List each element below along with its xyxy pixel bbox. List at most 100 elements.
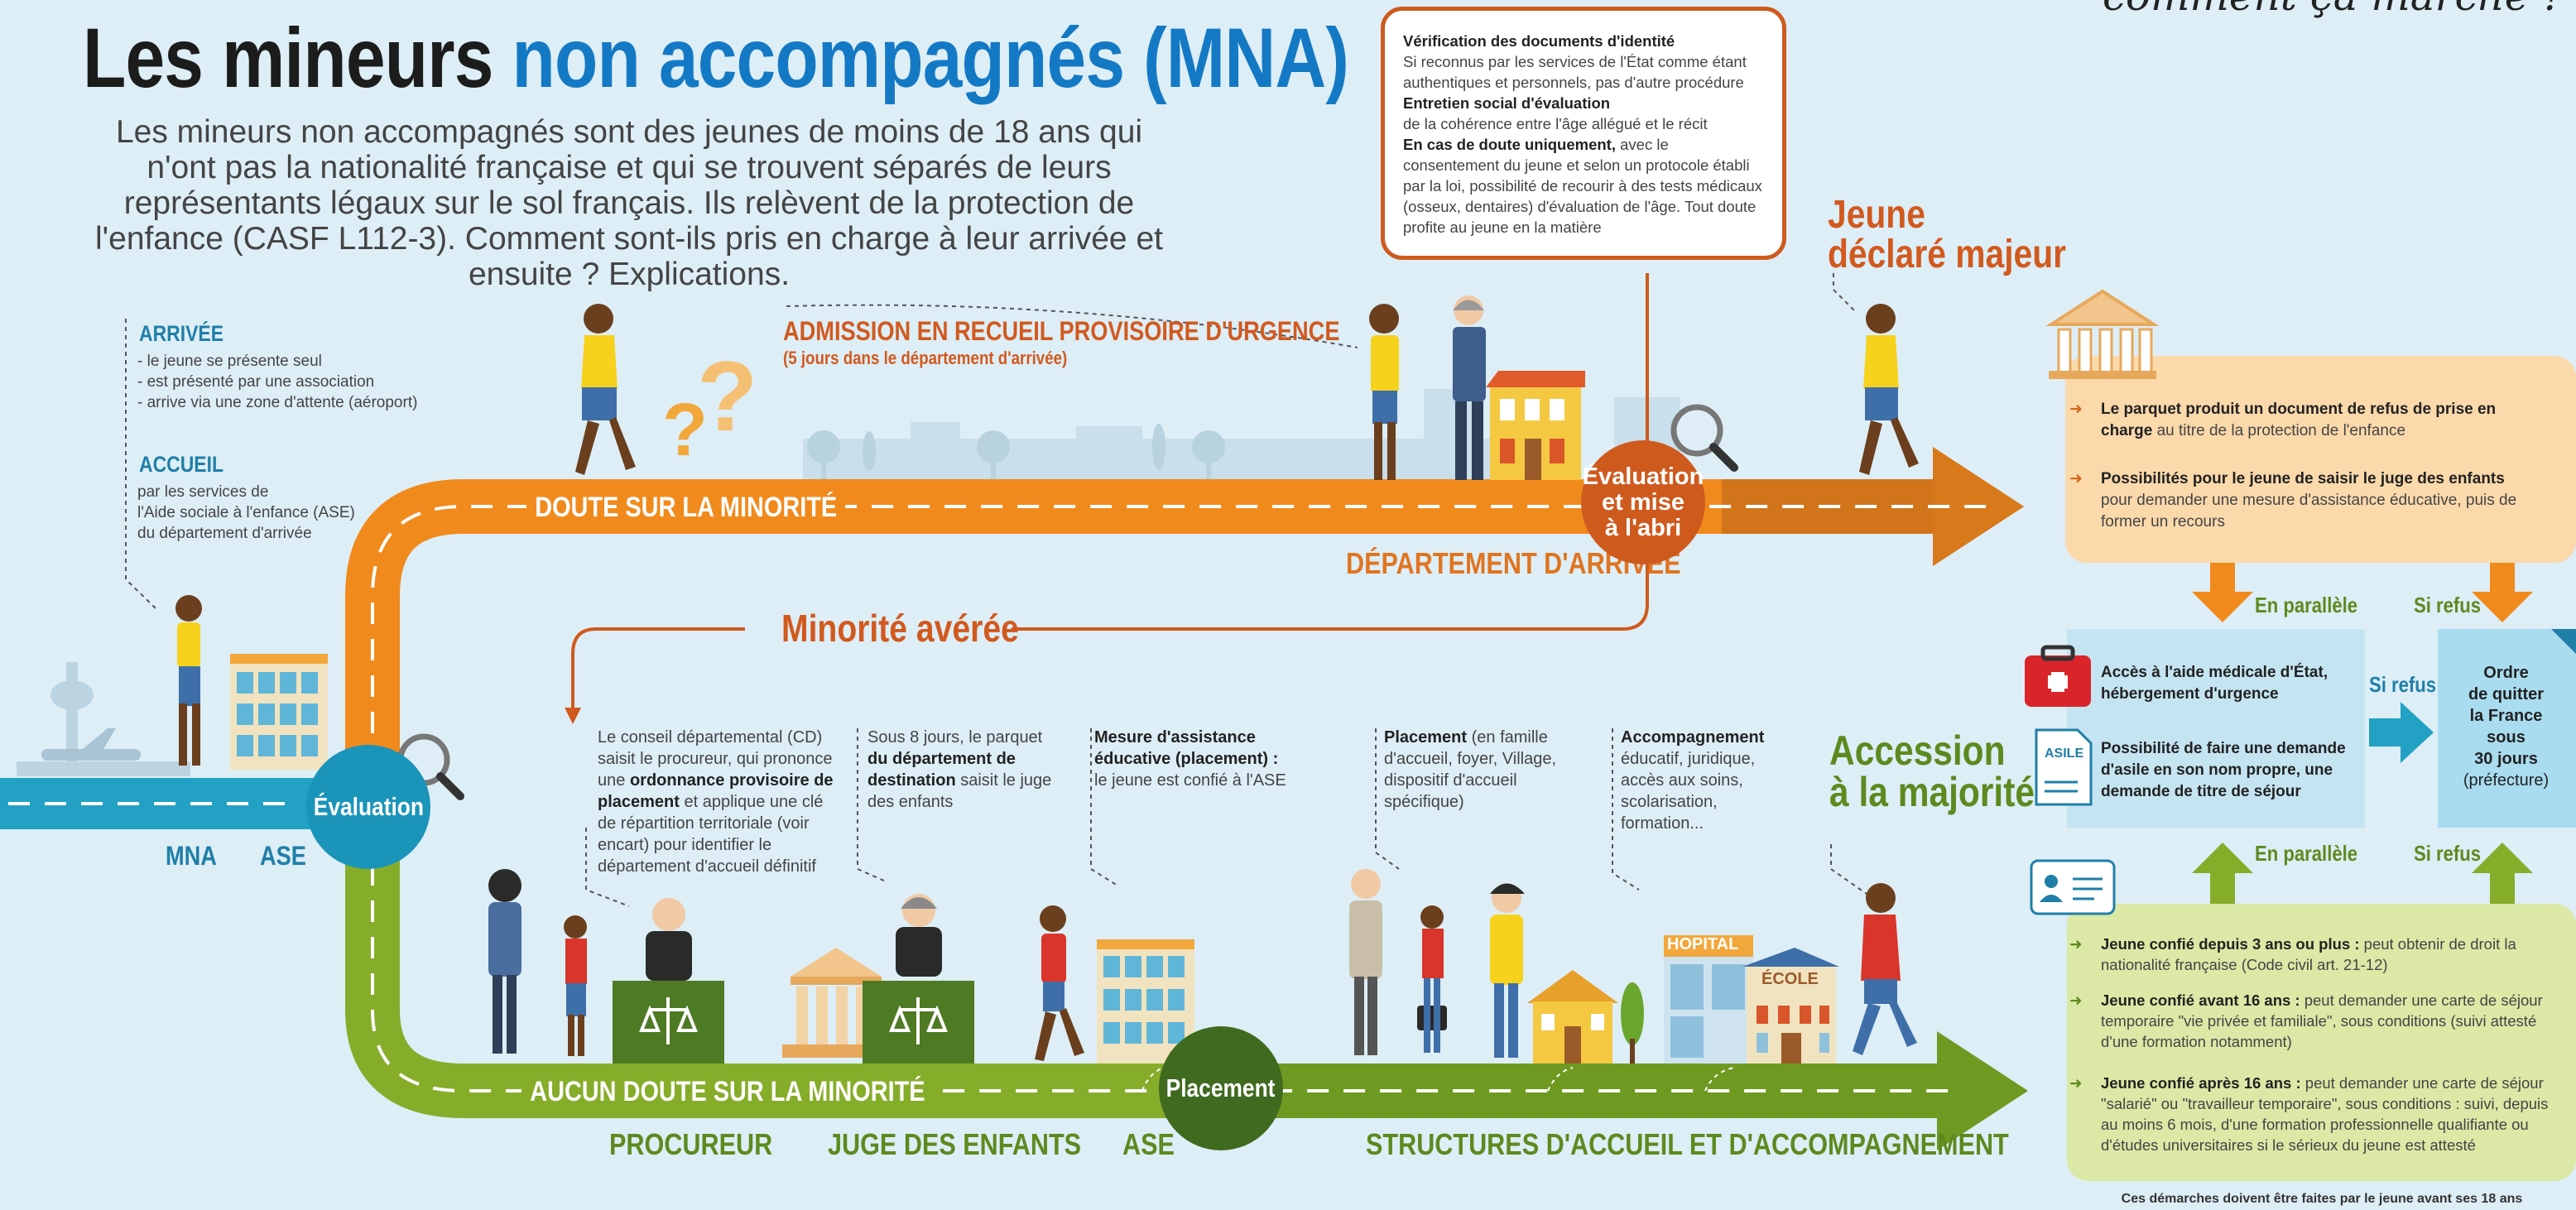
boy-figure-left: [175, 595, 202, 766]
green-arrow-head: [1937, 1031, 2028, 1150]
arrivee-list: - le jeune se présente seul - est présen…: [137, 351, 435, 413]
si-refus-mid-label: Si refus: [2369, 672, 2437, 697]
en-parallele-label-1: En parallèle: [2255, 593, 2358, 617]
jeune-majeur-label: Jeune déclaré majeur: [1828, 195, 2066, 275]
hospital-school-buildings: [1664, 935, 1839, 1064]
minorite-averee-label: Minorité avérée: [781, 607, 1019, 650]
up-arrow-parallel-2: [2192, 843, 2253, 904]
g1-text: peut obtenir de droit la nationalité fra…: [2101, 935, 2516, 973]
acces-bold: Accès à l'aide médicale d'État, hébergem…: [2101, 664, 2328, 703]
step-placement-text: Placement (en famille d'accueil, foyer, …: [1384, 727, 1583, 813]
title-part2: non accompagnés (MNA): [512, 11, 1349, 105]
step-cd-bold: ordonnance provisoire de placement: [598, 771, 834, 811]
g3-text: peut demander une carte de séjour "salar…: [2101, 1074, 2549, 1154]
parquet2-bold: Possibilités pour le jeune de saisir le …: [2101, 470, 2505, 487]
family-figures-procureur: [488, 869, 587, 1056]
intro-paragraph: Les mineurs non accompagnés sont des jeu…: [95, 114, 1163, 292]
parquet-item-2: ➜ Possibilités pour le jeune de saisir l…: [2069, 468, 2533, 533]
asile-bold: Possibilité de faire une demande d'asile…: [2101, 740, 2346, 800]
jeune-majeur-line-2: déclaré majeur: [1828, 233, 2067, 276]
ordre-text: Ordre de quitter la France sous 30 jours…: [2442, 662, 2570, 791]
judge-desk-procureur: [613, 898, 724, 1064]
accueil-line-3: du département d'arrivée: [137, 525, 312, 542]
magnifier-icon-top: [1670, 404, 1738, 472]
label-ase: ASE: [1122, 1127, 1175, 1161]
airport-illustration: [17, 662, 190, 776]
verif-line1: Si reconnus par les services de l'État c…: [1403, 53, 1747, 91]
trees-background: [807, 424, 1225, 480]
ase-building: [230, 654, 328, 770]
g2-text: peut demander une carte de séjour tempor…: [2101, 992, 2543, 1050]
parquet1-text: au titre de la protection de l'enfance: [2152, 422, 2406, 439]
hopital-sign: HOPITAL: [1667, 935, 1739, 953]
accession-line-2: à la majorité: [1829, 769, 2035, 815]
asile-text: Possibilité de faire une demande d'asile…: [2101, 738, 2357, 803]
jeune-majeur-line-1: Jeune: [1828, 193, 1925, 237]
ordre-box: [2438, 629, 2576, 828]
down-arrow-refus-1: [2472, 563, 2533, 622]
accession-label: Accession à la majorité: [1829, 730, 2035, 813]
accueil-text: par les services de l'Aide sociale à l'e…: [137, 482, 402, 544]
accession-line-1: Accession: [1829, 727, 2006, 774]
asile-icon-label: ASILE: [2045, 747, 2084, 761]
courthouse-icon-right: [2045, 289, 2160, 379]
ordre-line-5: 30 jours: [2474, 750, 2538, 768]
eval-mise-line-1: Évaluation: [1582, 463, 1704, 490]
handshake-figures: [1369, 295, 1486, 480]
evaluation-circle: Évaluation: [306, 745, 430, 869]
parquet-box: [2065, 356, 2576, 563]
corner-text: comment ça marche ?: [2103, 0, 2564, 20]
house-top: [1486, 371, 1585, 480]
id-card-icon: [2030, 859, 2116, 915]
ordre-line-3: la France: [2469, 707, 2543, 725]
verif-line2: de la cohérence entre l'âge allégué et l…: [1403, 115, 1708, 132]
question-mark-icons: ?: [662, 389, 708, 472]
step-placement-bold: Placement: [1384, 728, 1468, 747]
label-juge-enfants: JUGE DES ENFANTS: [828, 1127, 1082, 1161]
placement-label: Placement: [1166, 1073, 1276, 1102]
g1-bold: Jeune confié depuis 3 ans ou plus :: [2101, 935, 2360, 953]
verif-line1-bold: Vérification des documents d'identité: [1403, 32, 1675, 50]
step-mesure-bold: Mesure d'assistance éducative (placement…: [1094, 728, 1279, 768]
parquet1-bold: Le parquet produit un document de refus …: [2101, 401, 2497, 439]
step-accomp-bold: Accompagnement: [1621, 728, 1765, 747]
step-cd-pre: Le conseil départemental (CD) saisit le …: [598, 728, 833, 790]
step-parquet-pre: Sous 8 jours, le parquet: [867, 728, 1043, 747]
up-arrow-refus-2: [2472, 843, 2533, 904]
page-title: Les mineurs non accompagnés (MNA): [83, 10, 1349, 107]
placement-figures: [1349, 869, 1525, 1058]
arrivee-item-1: - le jeune se présente seul: [137, 353, 322, 370]
step-mesure-text: Mesure d'assistance éducative (placement…: [1094, 727, 1293, 791]
asile-document-icon: [2035, 728, 2093, 806]
aide-medicale-text: Accès à l'aide médicale d'État, hébergem…: [2101, 662, 2357, 705]
step-parquet-text: Sous 8 jours, le parquet du département …: [867, 727, 1066, 813]
label-procureur: PROCUREUR: [609, 1127, 773, 1161]
placement-circle: Placement: [1159, 1026, 1283, 1150]
arrivee-item-2: - est présenté par une association: [137, 373, 375, 391]
verif-line3-bold: En cas de doute uniquement,: [1403, 136, 1616, 153]
step-mesure-post: le jeune est confié à l'ASE: [1094, 771, 1286, 790]
ordre-line-4: sous: [2487, 728, 2526, 747]
right-arrow-si-refus: [2369, 702, 2434, 763]
parquet2-text: pour demander une mesure d'assistance éd…: [2101, 492, 2517, 531]
aide-asile-box: [2067, 629, 2365, 828]
arrow-bullet-icon: ➜: [2069, 401, 2083, 418]
arrow-bullet-icon: ➜: [2069, 470, 2083, 487]
parquet-item-1: ➜ Le parquet produit un document de refu…: [2069, 399, 2533, 442]
step-cd-text: Le conseil départemental (CD) saisit le …: [598, 727, 842, 877]
boy-walking-top: [575, 304, 636, 475]
g2-bold: Jeune confié avant 16 ans :: [2101, 992, 2300, 1009]
majorite-item-2: ➜ Jeune confié avant 16 ans : peut deman…: [2069, 990, 2562, 1052]
eval-mise-line-2: et mise: [1602, 488, 1684, 516]
svg-text:?: ?: [697, 341, 757, 452]
aucun-doute-label: AUCUN DOUTE SUR LA MINORITÉ: [521, 1076, 934, 1108]
majorite-item-1: ➜ Jeune confié depuis 3 ans ou plus : pe…: [2069, 934, 2562, 975]
step-accomp-post: éducatif, juridique, accès aux soins, sc…: [1621, 750, 1756, 833]
accueil-heading: ACCUEIL: [139, 452, 223, 477]
label-structures: STRUCTURES D'ACCUEIL ET D'ACCOMPAGNEMENT: [1366, 1127, 2009, 1161]
verif-line2-bold: Entretien social d'évaluation: [1403, 94, 1611, 112]
ordre-prefecture: (préfecture): [2463, 771, 2550, 790]
mna-label: MNA: [166, 841, 217, 871]
admission-subtitle: (5 jours dans le département d'arrivée): [783, 348, 1068, 368]
